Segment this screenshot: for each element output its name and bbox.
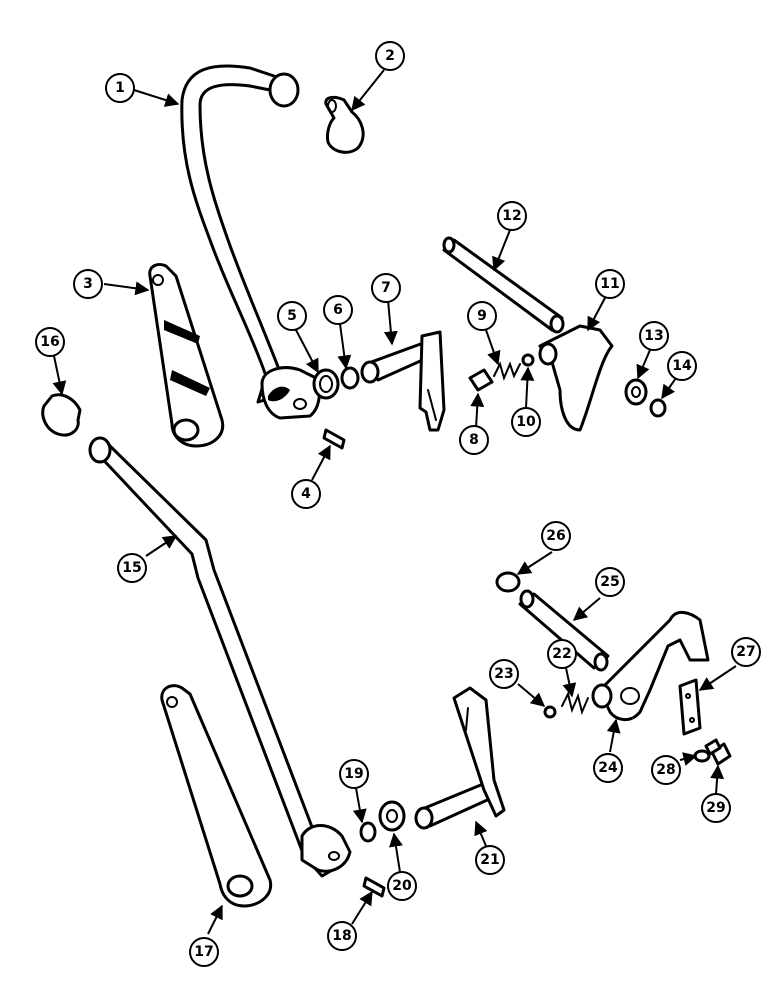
callout-6: 6 [323, 295, 353, 325]
lower-gear-lever [88, 436, 352, 878]
callout-7: 7 [371, 273, 401, 303]
svg-text:15: 15 [122, 560, 141, 576]
svg-text:11: 11 [600, 276, 619, 292]
lower-washer [378, 800, 406, 832]
svg-text:21: 21 [480, 852, 499, 868]
svg-text:4: 4 [301, 486, 311, 502]
svg-text:18: 18 [332, 928, 351, 944]
lower-lever-knob [41, 393, 82, 437]
callout-15: 15 [117, 553, 147, 583]
callout-21: 21 [475, 845, 505, 875]
lower-roll-pin [362, 876, 386, 898]
callout-23: 23 [489, 659, 519, 689]
callout-1: 1 [105, 73, 135, 103]
callout-3: 3 [73, 269, 103, 299]
callout-27: 27 [731, 637, 761, 667]
callout-9: 9 [467, 301, 497, 331]
callout-14: 14 [667, 351, 697, 381]
upper-roll-pin [322, 428, 346, 450]
svg-text:7: 7 [381, 280, 391, 296]
callout-25: 25 [595, 567, 625, 597]
svg-text:28: 28 [656, 762, 675, 778]
callout-28: 28 [651, 755, 681, 785]
lower-detent-ball [543, 705, 557, 719]
callout-2: 2 [375, 41, 405, 71]
cap-screw [704, 738, 732, 766]
callout-24: 24 [593, 753, 623, 783]
svg-text:16: 16 [40, 334, 59, 350]
callout-5: 5 [277, 301, 307, 331]
svg-text:19: 19 [344, 766, 363, 782]
callout-20: 20 [387, 871, 417, 901]
upper-snap-ring [340, 366, 360, 390]
svg-text:17: 17 [194, 944, 213, 960]
svg-text:24: 24 [598, 760, 618, 776]
callout-17: 17 [189, 937, 219, 967]
callout-12: 12 [497, 201, 527, 231]
callout-8: 8 [459, 425, 489, 455]
lower-shift-fork [591, 611, 710, 721]
svg-text:29: 29 [706, 800, 725, 816]
svg-text:23: 23 [494, 666, 513, 682]
leader-lines [52, 69, 737, 935]
callout-11: 11 [595, 269, 625, 299]
svg-text:25: 25 [600, 574, 619, 590]
upper-fork-washer [624, 378, 648, 406]
svg-text:9: 9 [477, 308, 487, 324]
svg-text:14: 14 [672, 358, 692, 374]
lower-rod-clip [495, 571, 521, 593]
svg-text:12: 12 [502, 208, 521, 224]
upper-shift-rod [442, 236, 565, 334]
svg-text:2: 2 [385, 48, 395, 64]
upper-detent-ball [521, 353, 535, 367]
upper-shift-shaft [360, 330, 446, 432]
svg-text:20: 20 [392, 878, 412, 894]
svg-text:5: 5 [287, 308, 297, 324]
callout-13: 13 [639, 321, 669, 351]
callout-4: 4 [291, 479, 321, 509]
svg-text:22: 22 [552, 646, 571, 662]
upper-detent-spring [493, 361, 521, 381]
callout-22: 22 [547, 639, 577, 669]
callout-10: 10 [511, 407, 541, 437]
callout-19: 19 [339, 759, 369, 789]
upper-link [148, 262, 225, 448]
lower-detent-spring [561, 691, 589, 716]
svg-text:1: 1 [115, 80, 125, 96]
lock-plate [678, 678, 702, 736]
callout-29: 29 [701, 793, 731, 823]
svg-text:10: 10 [516, 414, 536, 430]
callout-16: 16 [35, 327, 65, 357]
svg-text:27: 27 [736, 644, 755, 660]
upper-lever-knob [324, 95, 365, 154]
lower-link [160, 684, 273, 908]
lower-snap-ring [359, 821, 377, 843]
upper-fork-clip [649, 398, 667, 418]
callout-18: 18 [327, 921, 357, 951]
upper-shift-fork [538, 324, 614, 432]
lock-washer [693, 749, 711, 763]
upper-detent-plug [468, 368, 494, 392]
callout-26: 26 [541, 521, 571, 551]
svg-text:6: 6 [333, 302, 343, 318]
upper-washer [312, 368, 340, 400]
upper-gear-lever [180, 64, 321, 420]
svg-text:13: 13 [644, 328, 663, 344]
lower-shift-shaft [414, 686, 506, 830]
svg-text:26: 26 [546, 528, 565, 544]
svg-text:8: 8 [469, 432, 479, 448]
svg-text:3: 3 [83, 276, 93, 292]
